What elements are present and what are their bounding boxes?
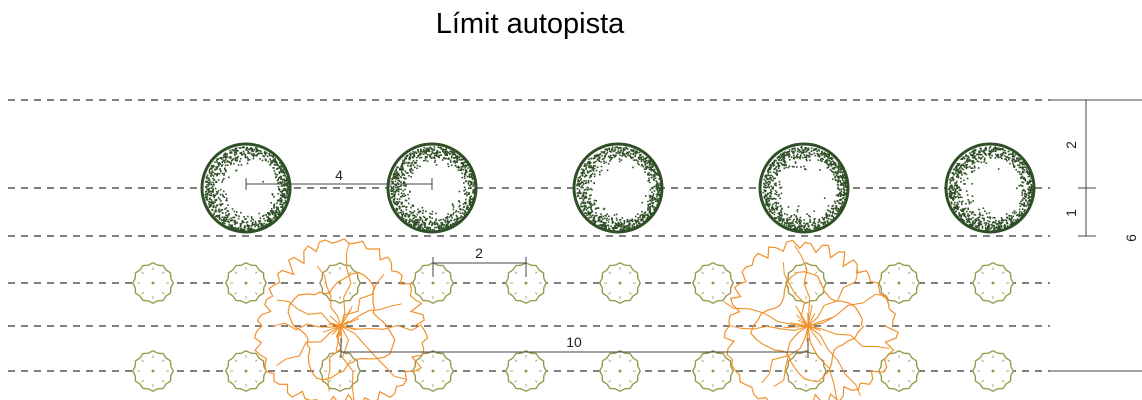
shrub (132, 262, 174, 304)
shrub (225, 350, 267, 392)
dark-tree-row (200, 142, 1036, 234)
shrub (132, 350, 174, 392)
large-tree-2 (723, 239, 899, 400)
shrub (225, 262, 267, 304)
dark-tree-3 (572, 142, 664, 234)
dim-label-total-width: 6 (1123, 234, 1139, 242)
shrub (972, 262, 1014, 304)
shrub-rows (132, 262, 1014, 392)
shrub (319, 350, 361, 392)
dark-tree-4 (758, 142, 850, 234)
dim-label-row-offset: 1 (1063, 209, 1079, 217)
right-dimensions: 2 1 6 (1050, 99, 1142, 372)
shrub (692, 350, 734, 392)
large-tree-1 (254, 238, 429, 400)
shrub (505, 350, 547, 392)
shrub (878, 350, 920, 392)
shrub (972, 350, 1014, 392)
shrub (785, 350, 827, 392)
large-tree-group (254, 238, 899, 400)
dim-label-large-tree-spacing: 10 (566, 334, 582, 350)
dim-label-top-offset: 2 (1063, 141, 1079, 149)
shrub (412, 262, 454, 304)
shrub (692, 262, 734, 304)
shrub (412, 350, 454, 392)
shrub (785, 262, 827, 304)
dim-label-shrub-spacing: 2 (475, 245, 483, 261)
shrub (878, 262, 920, 304)
diagram-title: Límit autopista (435, 8, 625, 40)
dark-tree-5 (944, 142, 1036, 234)
shrub (599, 262, 641, 304)
dim-label-dark-tree-spacing: 4 (335, 167, 343, 183)
dark-tree-1 (200, 142, 292, 234)
shrub (599, 350, 641, 392)
horizontal-dimensions: 4 2 10 (245, 167, 809, 358)
